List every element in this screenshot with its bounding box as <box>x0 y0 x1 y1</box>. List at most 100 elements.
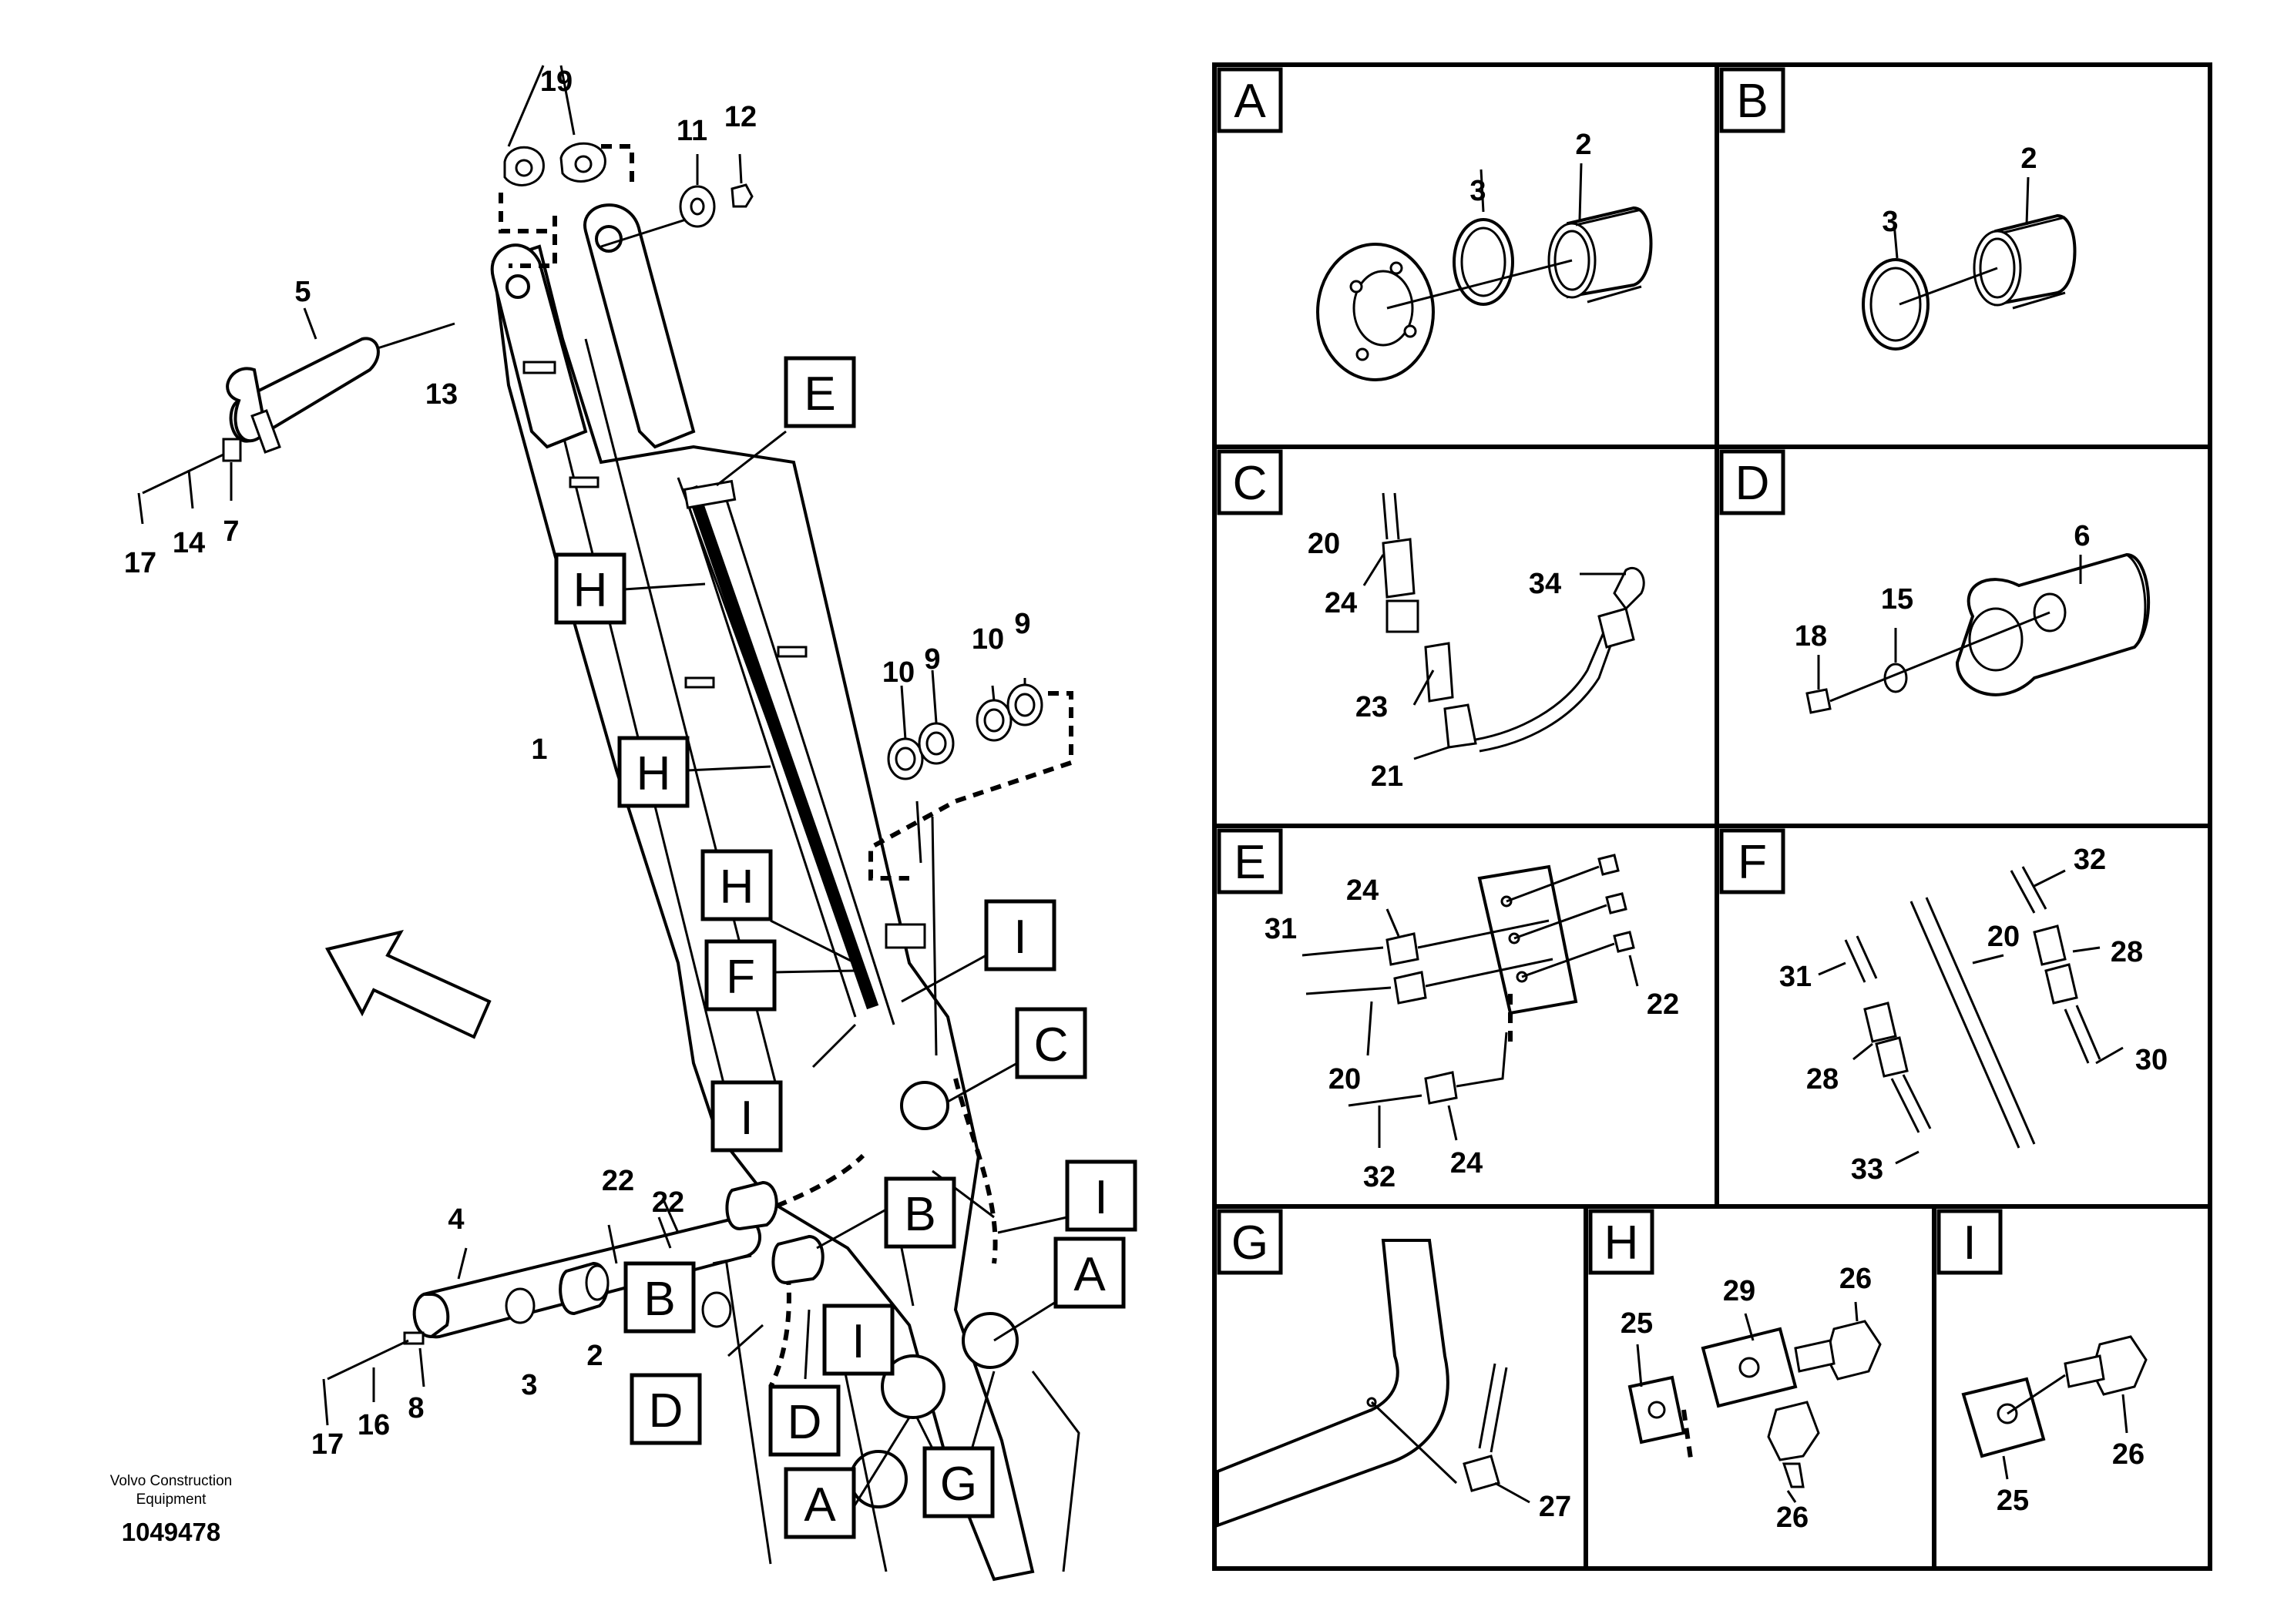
svg-text:24: 24 <box>1450 1147 1483 1179</box>
svg-text:B: B <box>904 1188 935 1241</box>
callout-2: 2 <box>586 1340 603 1372</box>
svg-text:23: 23 <box>1355 691 1388 723</box>
svg-text:I: I <box>851 1315 865 1368</box>
boom-bracket-2 <box>569 476 600 488</box>
detail-box-g: G <box>922 1446 995 1518</box>
callout-14: 14 <box>173 527 205 559</box>
callout-17-bottom: 17 <box>311 1428 344 1461</box>
svg-text:E: E <box>804 367 835 421</box>
panel-grid-frame <box>1212 62 2212 1571</box>
svg-text:31: 31 <box>1779 961 1812 993</box>
svg-text:22: 22 <box>1647 988 1679 1021</box>
svg-text:28: 28 <box>1806 1063 1839 1096</box>
shim-set-10-9 <box>868 669 1073 1056</box>
detail-panel-grid <box>1212 62 2212 1571</box>
panel-e-block <box>1477 864 1578 1015</box>
svg-text:20: 20 <box>1328 1063 1361 1096</box>
detail-box-c: C <box>1015 1007 1087 1079</box>
panel-g: G 27 <box>1216 1209 1571 1528</box>
boom-side-plate-line <box>538 338 726 1087</box>
detail-box-i-1: I <box>984 899 1056 971</box>
svg-text:15: 15 <box>1881 583 1913 616</box>
svg-text:H: H <box>573 564 608 617</box>
svg-text:F: F <box>726 951 755 1004</box>
detail-box-b-2: B <box>623 1261 696 1334</box>
callout-7: 7 <box>223 515 239 548</box>
svg-text:26: 26 <box>1776 1502 1809 1534</box>
svg-text:25: 25 <box>1997 1485 2029 1517</box>
panel-f-label: F <box>1738 836 1767 889</box>
detail-box-i-2: I <box>710 1080 783 1153</box>
panel-e: E 24 31 22 20 24 32 <box>1217 828 1679 1193</box>
callout-22-left: 22 <box>602 1165 634 1197</box>
svg-text:A: A <box>1073 1248 1106 1301</box>
main-leaders <box>623 430 1068 1530</box>
callout-9-left: 9 <box>924 643 940 676</box>
detail-box-b-1: B <box>884 1176 956 1249</box>
boom-bracket-3 <box>777 646 808 658</box>
panel-g-label: G <box>1231 1216 1268 1270</box>
hose-clamp-top <box>683 479 737 509</box>
svg-text:29: 29 <box>1723 1275 1755 1307</box>
svg-text:24: 24 <box>1346 874 1379 907</box>
panel-g-frame-tube <box>1216 1239 1449 1528</box>
hose-line-main <box>685 485 879 1010</box>
panel-h: H 26 29 25 26 <box>1588 1209 1882 1534</box>
washer-11-nut-12 <box>600 153 754 248</box>
svg-text:33: 33 <box>1851 1153 1883 1186</box>
svg-text:32: 32 <box>1363 1161 1396 1193</box>
panel-a-label: A <box>1234 75 1266 128</box>
boom-bracket-5 <box>885 923 926 949</box>
callout-4: 4 <box>448 1203 464 1236</box>
boom-foot-pin-c <box>900 1081 949 1130</box>
boom-bracket-4 <box>684 676 715 689</box>
lug-hole-right <box>595 225 623 253</box>
callout-17-top: 17 <box>124 547 156 579</box>
svg-text:H: H <box>720 861 754 914</box>
callout-13: 13 <box>425 378 458 411</box>
detail-box-a-2: A <box>784 1467 856 1539</box>
panel-a: A 3 2 <box>1217 67 1653 381</box>
callout-19: 19 <box>540 65 573 98</box>
svg-text:6: 6 <box>2074 520 2090 552</box>
panel-c-label: C <box>1233 457 1268 510</box>
panel-b: B 3 2 <box>1719 67 2077 351</box>
detail-box-i-4: I <box>822 1304 895 1376</box>
svg-text:26: 26 <box>2112 1438 2145 1471</box>
boom-foot-pin-a-left <box>881 1354 945 1419</box>
svg-text:2: 2 <box>1575 129 1591 161</box>
svg-text:27: 27 <box>1539 1491 1571 1523</box>
boom-foot-pin-a-right <box>962 1312 1019 1369</box>
svg-text:20: 20 <box>1308 528 1340 560</box>
callout-1: 1 <box>531 733 547 766</box>
svg-text:31: 31 <box>1265 913 1297 945</box>
callout-10-left: 10 <box>882 656 915 689</box>
callout-5: 5 <box>294 276 311 308</box>
svg-text:I: I <box>740 1092 753 1145</box>
svg-text:32: 32 <box>2074 844 2106 876</box>
callout-10-right: 10 <box>972 623 1004 656</box>
detail-box-e: E <box>784 356 856 428</box>
svg-text:I: I <box>1094 1171 1107 1224</box>
footer-block: Volvo Construction Equipment 1049478 <box>110 1473 232 1546</box>
detail-box-h-3: H <box>700 849 773 921</box>
svg-text:28: 28 <box>2111 936 2143 968</box>
svg-text:3: 3 <box>1882 206 1898 238</box>
panel-d: D 6 15 18 <box>1719 449 2151 714</box>
svg-text:25: 25 <box>1621 1307 1653 1340</box>
bushing-set-19 <box>499 65 634 268</box>
main-detail-boxes: E H H H I F C I I B B A I D D A G <box>554 356 1137 1539</box>
panel-d-label: D <box>1735 457 1770 510</box>
svg-text:30: 30 <box>2135 1044 2168 1076</box>
svg-text:21: 21 <box>1371 760 1403 793</box>
callout-3: 3 <box>521 1369 537 1401</box>
boom-bracket-1 <box>522 361 556 374</box>
svg-text:I: I <box>1013 911 1026 964</box>
panel-i: I 26 25 <box>1936 1209 2148 1517</box>
main-callouts: 19 11 12 5 13 17 14 7 1 10 9 10 9 4 22 2… <box>124 65 1031 1461</box>
svg-text:24: 24 <box>1325 587 1357 619</box>
svg-text:34: 34 <box>1529 568 1561 600</box>
svg-text:A: A <box>804 1478 836 1532</box>
